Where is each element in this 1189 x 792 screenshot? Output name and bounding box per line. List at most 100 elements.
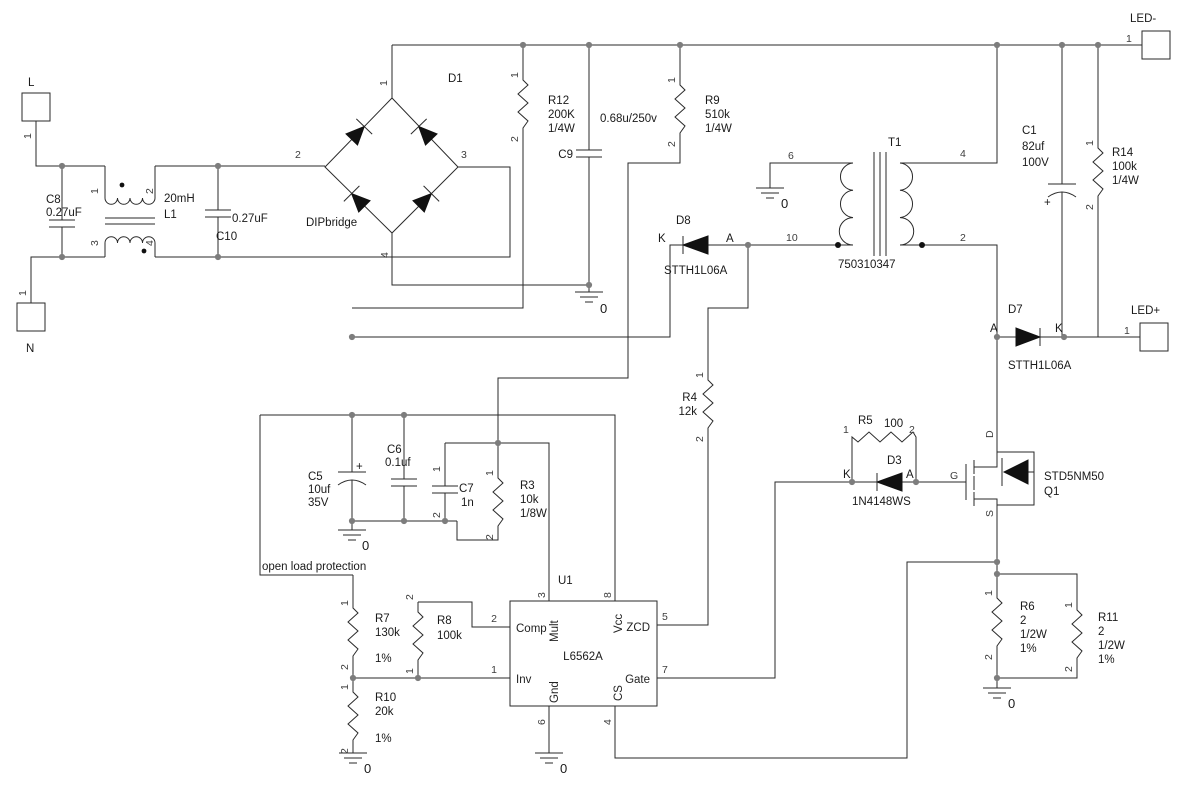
- label-r14-power: 1/4W: [1112, 175, 1139, 187]
- label-r5-ref: R5: [858, 415, 873, 427]
- q1-source: S: [984, 510, 996, 517]
- label-r12-power: 1/4W: [548, 123, 575, 135]
- r3-pin2: 2: [484, 534, 496, 540]
- mosfet-q1: D G S STD5NM50 Q1: [916, 337, 1104, 574]
- note-open-load: open load protection: [262, 561, 366, 573]
- capacitor-c1: + C1 82uf 100V: [1022, 45, 1077, 337]
- u1-pin-gate: Gate: [625, 674, 650, 686]
- resistor-r7: 1 2 R7 130k 1%: [339, 575, 400, 678]
- label-d8-part: STTH1L06A: [664, 265, 728, 277]
- label-r3-ref: R3: [520, 480, 535, 492]
- d8-anode: A: [726, 233, 734, 245]
- label-r9-power: 1/4W: [705, 123, 732, 135]
- r4-pin1: 1: [694, 372, 706, 378]
- label-u1-part: L6562A: [563, 651, 603, 663]
- ground-bridge: [574, 291, 604, 303]
- label-r10-tol: 1%: [375, 733, 392, 745]
- junction-dots: [58, 41, 1102, 682]
- label-c5-voltage: 35V: [308, 497, 329, 509]
- label-c7-value: 1n: [461, 497, 474, 509]
- diode-d3: K A D3 1N4148WS: [843, 455, 916, 508]
- d1-pin1: 1: [378, 80, 390, 86]
- connector-led-plus-label: LED+: [1131, 305, 1160, 317]
- label-c8-value: 0.27uF: [46, 207, 82, 219]
- resistor-r4: 1 2 R4 12k: [657, 245, 749, 626]
- label-c9-value: 0.68u/250v: [600, 113, 657, 125]
- label-r12-ref: R12: [548, 95, 569, 107]
- polarity-dot: [141, 248, 147, 254]
- u1-pin-gnd: Gnd: [549, 681, 561, 703]
- label-t1-ref: T1: [888, 137, 901, 149]
- connector-l-pin: 1: [22, 133, 34, 139]
- u1-pin-vcc: Vcc: [613, 614, 625, 633]
- polarity-dot: [835, 242, 841, 248]
- ground-r6-label: 0: [1008, 696, 1015, 711]
- r10-pin2: 2: [339, 748, 351, 754]
- resistor-r5: 1 2 R5 100: [843, 415, 917, 482]
- ground-u1: [534, 752, 564, 764]
- label-d1-ref: D1: [448, 73, 463, 85]
- label-r4-value: 12k: [678, 406, 697, 418]
- wire-hv-rail: [391, 44, 1142, 98]
- label-c1-ref: C1: [1022, 125, 1037, 137]
- transformer-t1: 0 T1 750310347 6 10 4 2: [755, 45, 998, 337]
- label-c6-ref: C6: [387, 444, 402, 456]
- c7-pin1: 1: [431, 466, 443, 472]
- label-c1-voltage: 100V: [1022, 157, 1049, 169]
- q1-gate: G: [950, 470, 958, 482]
- label-r10-value: 20k: [375, 706, 394, 718]
- resistor-r8: 2 1 R8 100k: [404, 594, 510, 678]
- r12-pin1: 1: [509, 72, 521, 78]
- label-c10-value: 0.27uF: [232, 213, 268, 225]
- polarity-dot: [119, 182, 125, 188]
- label-d7-ref: D7: [1008, 304, 1023, 316]
- wire-open-load: [259, 415, 353, 576]
- r12-pin2: 2: [509, 136, 521, 142]
- label-c8-ref: C8: [46, 194, 61, 206]
- label-d3-ref: D3: [887, 455, 902, 467]
- l1-pin4: 4: [144, 240, 156, 246]
- led-minus-pin: 1: [1126, 33, 1132, 45]
- polarity-dot: [919, 242, 925, 248]
- u1-pin2-num: 2: [491, 613, 497, 625]
- wire-vcc-rail: [260, 414, 616, 601]
- label-r3-value: 10k: [520, 494, 539, 506]
- label-q1-part: STD5NM50: [1044, 471, 1104, 483]
- d1-pin3: 3: [461, 149, 467, 161]
- u1-pin3-num: 3: [536, 592, 548, 598]
- resistor-r12: 1 2 R12 200K 1/4W: [352, 45, 575, 309]
- wire-ac-bottom: [30, 166, 511, 303]
- label-c6-value: 0.1uf: [385, 457, 411, 469]
- r9-pin1: 1: [666, 77, 678, 83]
- choke-l1: 1 2 3 4 20mH L1: [89, 166, 195, 257]
- resistor-r9: 1 2 R9 510k 1/4W: [497, 45, 732, 443]
- ic-u1: U1 L6562A Comp Inv ZCD Gate Mult Vcc Gnd…: [491, 575, 668, 725]
- resistor-r3: 1 2 R3 10k 1/8W: [456, 443, 547, 541]
- label-r6-ref: R6: [1020, 601, 1035, 613]
- diode-d7: A K D7 STTH1L06A: [990, 304, 1140, 372]
- ground-t1: [755, 187, 785, 199]
- t1-pin2: 2: [960, 232, 966, 244]
- r10-pin1: 1: [339, 684, 351, 690]
- label-r11-value: 2: [1098, 626, 1104, 638]
- capacitor-c8: C8 0.27uF: [46, 166, 82, 257]
- connector-l: L 1: [21, 77, 51, 139]
- r8-pin1: 1: [404, 668, 416, 674]
- capacitor-c7: 1 2 C7 1n: [431, 443, 474, 521]
- label-l1-value: 20mH: [164, 193, 195, 205]
- r3-pin1: 1: [484, 470, 496, 476]
- label-q1-ref: Q1: [1044, 486, 1059, 498]
- label-r12-value: 200K: [548, 109, 575, 121]
- label-r8-value: 100k: [437, 630, 462, 642]
- ground-bridge-label: 0: [600, 301, 607, 316]
- label-t1-part: 750310347: [838, 259, 896, 271]
- label-c1-value: 82uf: [1022, 141, 1045, 153]
- connector-n-label: N: [26, 343, 34, 355]
- connector-n-pin: 1: [17, 290, 29, 296]
- label-d3-part: 1N4148WS: [852, 496, 911, 508]
- r6-pin1: 1: [983, 590, 995, 596]
- c1-plus: +: [1044, 197, 1051, 209]
- capacitor-c5: + C5 10uf 35V: [308, 415, 367, 521]
- label-r9-value: 510k: [705, 109, 730, 121]
- wire-cs: [614, 561, 997, 759]
